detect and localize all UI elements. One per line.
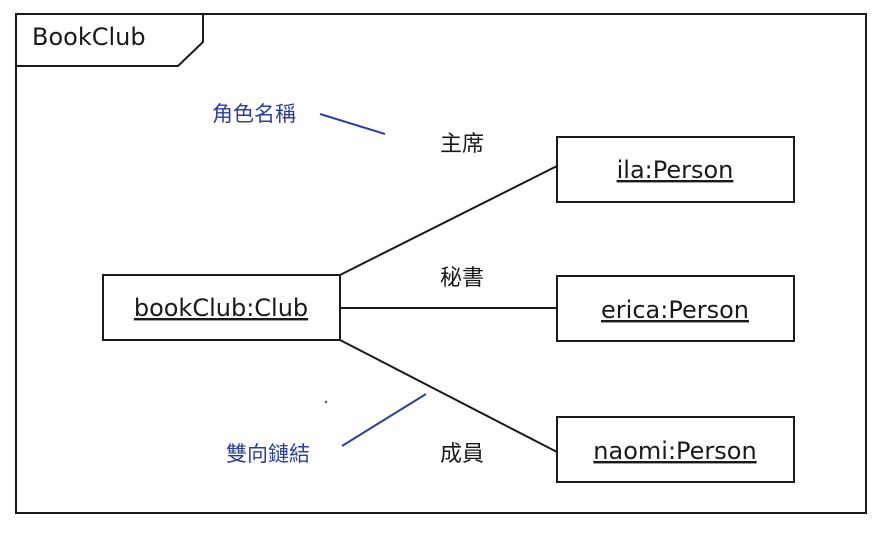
object-club-label: bookClub:Club <box>134 294 308 322</box>
frame-border <box>15 13 867 514</box>
object-ila-label: ila:Person <box>617 156 734 184</box>
annotation-role-name-pointer <box>319 113 386 135</box>
object-club-box[interactable] <box>102 274 341 341</box>
annotation-bidirectional-link-pointer <box>341 393 427 447</box>
role-label-secretary: 秘書 <box>440 266 484 291</box>
annotation-role-name: 角色名稱 <box>212 102 296 126</box>
scan-speck <box>324 400 328 404</box>
role-label-member: 成員 <box>440 442 484 467</box>
role-label-chair: 主席 <box>440 132 484 157</box>
object-naomi-box[interactable] <box>556 416 795 483</box>
object-naomi-label: naomi:Person <box>593 437 756 465</box>
object-erica-box[interactable] <box>556 275 795 342</box>
frame-title: BookClub <box>32 23 146 51</box>
object-erica-label: erica:Person <box>601 296 749 324</box>
frame-name-tab <box>16 13 204 67</box>
annotation-bidirectional-link: 雙向鏈結 <box>226 442 310 466</box>
link-club-ila[interactable] <box>339 165 558 276</box>
link-club-naomi[interactable] <box>339 339 558 453</box>
object-ila-box[interactable] <box>556 136 795 203</box>
